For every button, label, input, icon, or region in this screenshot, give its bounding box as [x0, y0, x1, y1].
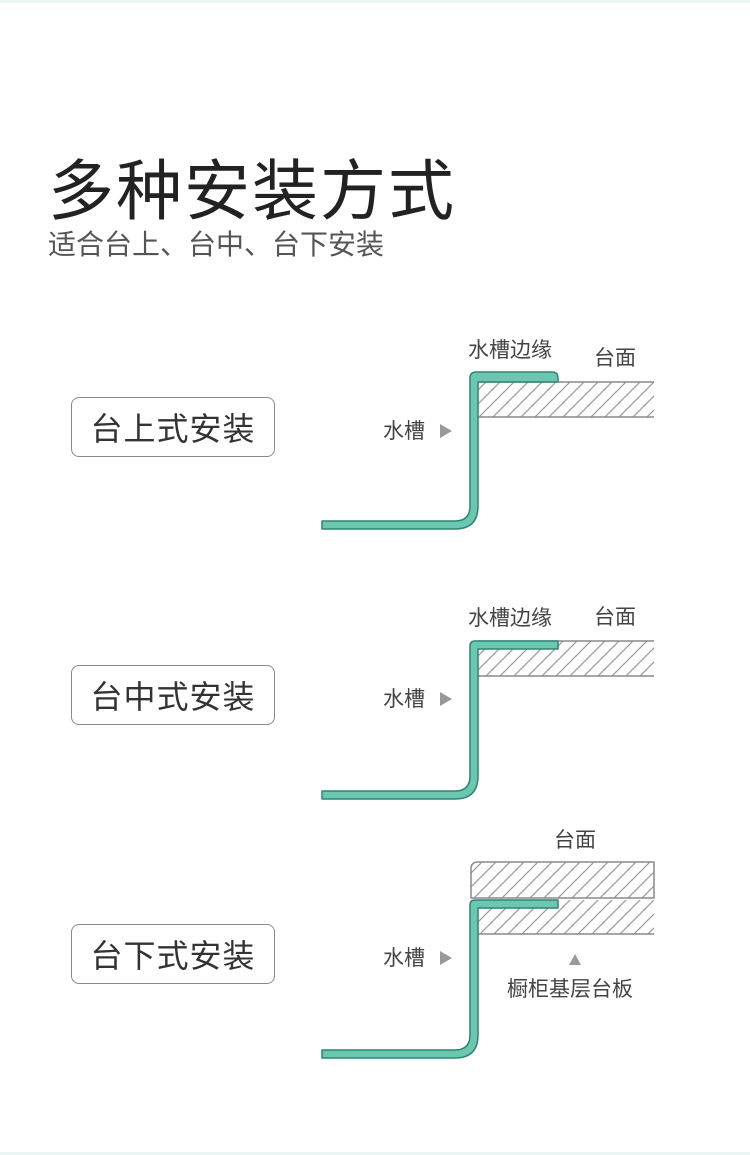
method-button-over-counter[interactable]: 台上式安装: [71, 397, 275, 457]
sink-label: 水槽: [383, 687, 425, 711]
top-edge: [0, 0, 750, 3]
arrow-up-icon: [569, 954, 581, 965]
method-button-under-counter[interactable]: 台下式安装: [71, 924, 275, 984]
page-subtitle: 适合台上、台中、台下安装: [48, 228, 385, 261]
page-title: 多种安装方式: [48, 153, 456, 231]
method-button-flush-mount[interactable]: 台中式安装: [71, 665, 275, 725]
countertop-block: [478, 641, 654, 676]
sink-label: 水槽: [383, 419, 425, 443]
arrow-right-icon: [440, 424, 452, 438]
bottom-edge: [0, 1152, 750, 1155]
arrow-right-icon: [440, 692, 452, 706]
sink-edge-label: 水槽边缘: [468, 338, 552, 362]
countertop-block: [470, 861, 655, 899]
cabinet-board-label: 橱柜基层台板: [507, 977, 633, 1001]
sink-profile: [321, 371, 559, 530]
countertop-label: 台面: [594, 346, 636, 370]
countertop-block: [478, 382, 654, 417]
diagram-flush-mount: 水槽边缘 台面 水槽: [321, 605, 654, 800]
countertop-label: 台面: [594, 605, 636, 629]
cabinet-board-block: [478, 900, 654, 934]
sink-profile: [321, 640, 559, 800]
sink-edge-label: 水槽边缘: [468, 606, 552, 630]
diagram-over-counter: 水槽边缘 台面 水槽: [321, 338, 654, 530]
sink-label: 水槽: [383, 946, 425, 970]
countertop-label: 台面: [554, 828, 596, 852]
diagram-under-counter: 台面 水槽 橱柜基层台板: [321, 828, 655, 1059]
sink-profile: [321, 899, 559, 1059]
arrow-right-icon: [440, 951, 452, 965]
